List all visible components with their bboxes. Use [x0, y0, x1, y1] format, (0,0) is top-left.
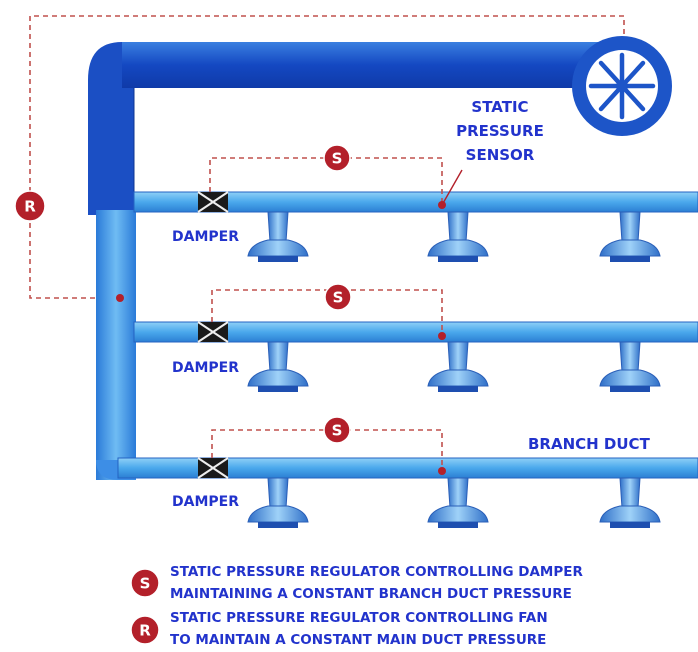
damper-icon: [197, 457, 229, 479]
legend-s-line-2: MAINTAINING A CONSTANT BRANCH DUCT PRESS…: [170, 586, 572, 602]
svg-text:S: S: [332, 150, 343, 168]
diffusers: [247, 211, 661, 528]
diffuser-icon: [599, 211, 661, 262]
static-pressure-sensor-label: STATIC PRESSURE SENSOR: [456, 98, 544, 164]
main-supply-duct: [88, 42, 622, 480]
svg-text:SENSOR: SENSOR: [466, 146, 535, 164]
diffuser-icon: [247, 477, 309, 528]
damper-label: DAMPER: [172, 494, 239, 510]
svg-text:PRESSURE: PRESSURE: [456, 122, 544, 140]
legend: S STATIC PRESSURE REGULATOR CONTROLLING …: [130, 564, 583, 648]
legend-s-line-1: STATIC PRESSURE REGULATOR CONTROLLING DA…: [170, 564, 583, 580]
damper-label: DAMPER: [172, 229, 239, 245]
diffuser-icon: [247, 341, 309, 392]
s-badge: S: [323, 416, 351, 444]
branch-duct-label: BRANCH DUCT: [528, 435, 651, 453]
legend-s-badge: S: [130, 568, 160, 598]
branch-duct-1: [133, 191, 698, 213]
sensor-leader-line: [441, 169, 463, 206]
svg-text:STATIC: STATIC: [471, 98, 528, 116]
damper-icon: [197, 191, 229, 213]
legend-r-line-1: STATIC PRESSURE REGULATOR CONTROLLING FA…: [170, 610, 548, 626]
r-badge: R: [14, 190, 46, 222]
diffuser-icon: [427, 341, 489, 392]
fan-icon: [572, 36, 672, 136]
fan-control-line: [29, 15, 625, 299]
svg-text:S: S: [332, 422, 343, 440]
legend-r-line-2: TO MAINTAIN A CONSTANT MAIN DUCT PRESSUR…: [170, 632, 546, 648]
diffuser-icon: [427, 211, 489, 262]
svg-text:S: S: [333, 289, 344, 307]
diffuser-icon: [247, 211, 309, 262]
s-badge: S: [323, 144, 351, 172]
diffuser-icon: [599, 341, 661, 392]
s-badge: S: [324, 283, 352, 311]
branch-duct-3: [117, 457, 698, 479]
damper-icon: [197, 321, 229, 343]
diffuser-icon: [599, 477, 661, 528]
svg-text:R: R: [24, 198, 36, 216]
damper-label: DAMPER: [172, 360, 239, 376]
svg-text:S: S: [140, 575, 151, 593]
legend-r-badge: R: [130, 615, 160, 645]
branch-duct-2: [133, 321, 698, 343]
svg-text:R: R: [139, 622, 151, 640]
sensor-point-icon: [116, 201, 446, 475]
diffuser-icon: [427, 477, 489, 528]
